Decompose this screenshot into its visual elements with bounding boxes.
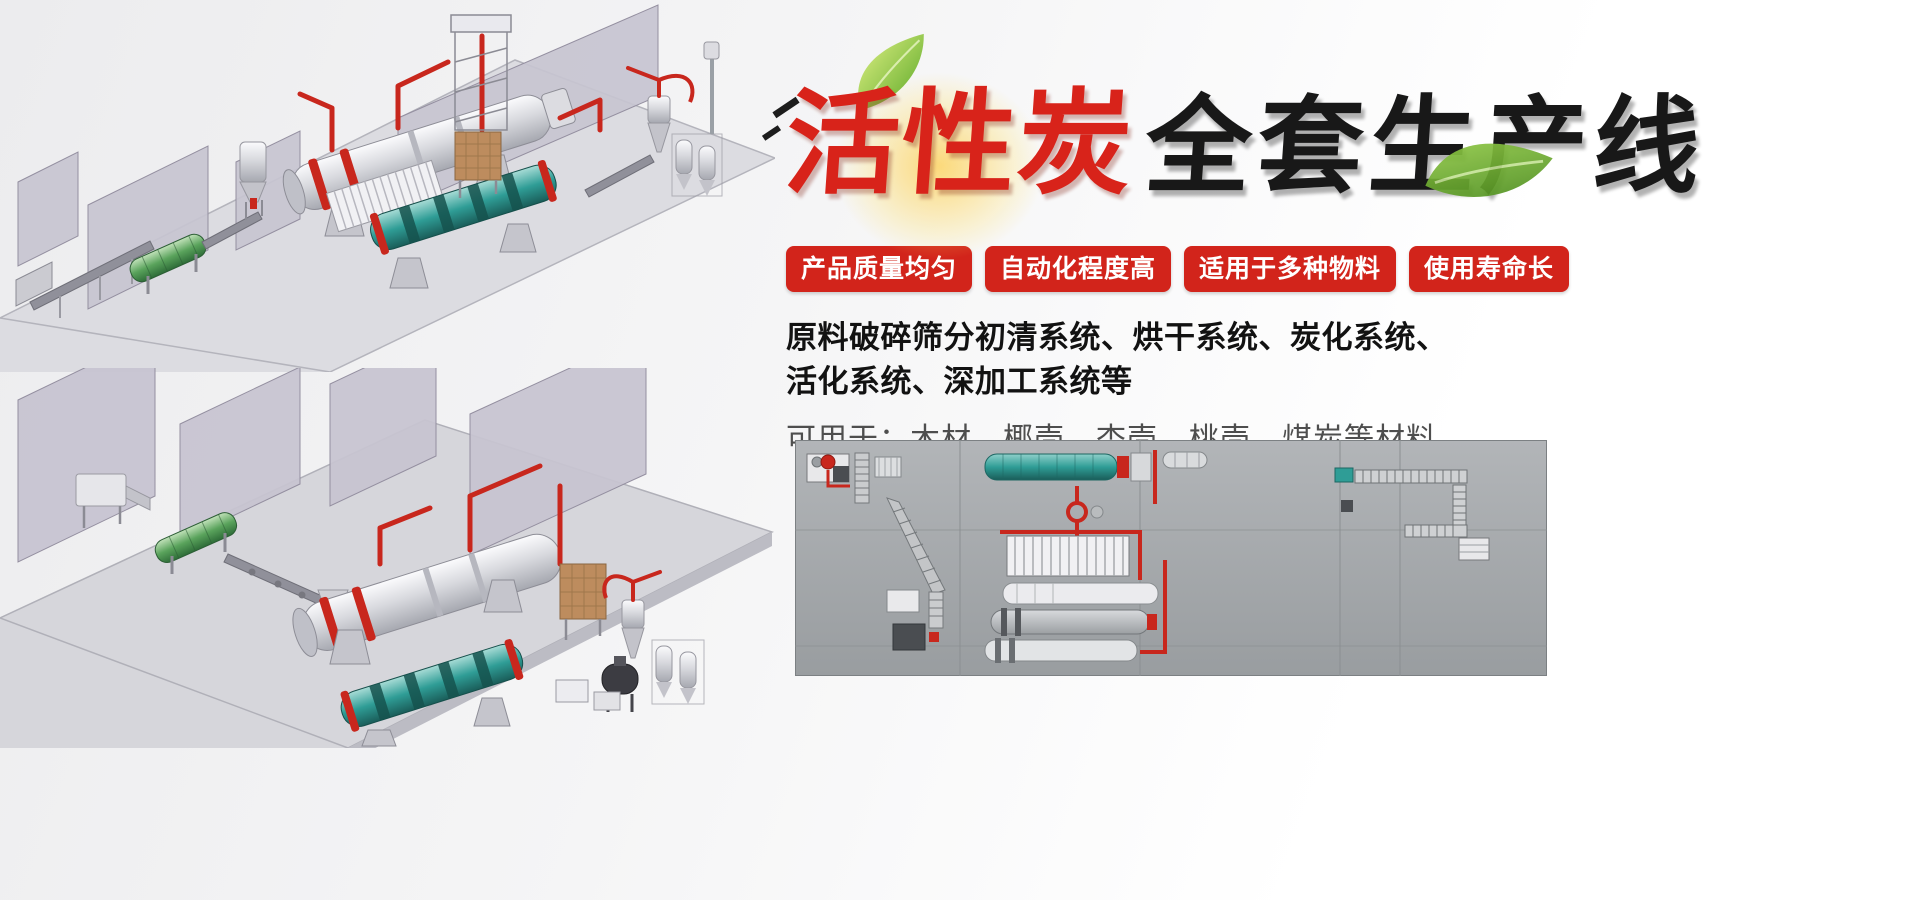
- storage-tanks: [671, 41, 723, 197]
- main-rotary-drum: [292, 533, 562, 665]
- red-piping: [377, 463, 563, 567]
- cooling-drum: [340, 639, 524, 747]
- glow-decoration: [804, 46, 1074, 286]
- transfer-conveyor: [201, 211, 263, 250]
- control-boxes: [555, 679, 621, 711]
- support-frame: [450, 14, 512, 131]
- crusher-unit: [806, 452, 902, 504]
- machinery-render-bottom: [0, 368, 774, 748]
- main-title: 活性炭 全套生产线: [761, 33, 1916, 286]
- right-content: 活性炭 全套生产线 产品质量均匀 自动化程度高 适用于多种物料 使用寿命长 原料…: [761, 33, 1916, 458]
- system-description: 原料破碎筛分初清系统、烘干系统、炭化系统、 活化系统、深加工系统等: [786, 316, 1916, 404]
- hot-blast-stove-plan: [1066, 486, 1104, 536]
- plant-layout-schematic: [795, 440, 1547, 676]
- cyclone-separator: [602, 570, 662, 659]
- title-line: 活性炭 全套生产线: [781, 70, 1920, 210]
- leaf-icon: [1425, 143, 1553, 197]
- carbonization-furnace-plan: [1000, 530, 1142, 580]
- brick-kiln: [559, 563, 607, 640]
- badge-multi-material: 适用于多种物料: [1184, 246, 1397, 292]
- plant-layout-panel: [795, 440, 1547, 676]
- discharge-conveyor: [584, 154, 655, 198]
- storage-tanks: [651, 639, 705, 705]
- badge-long-lifespan: 使用寿命长: [1409, 246, 1570, 292]
- back-walls: [17, 368, 647, 563]
- description-line-2: 活化系统、深加工系统等: [786, 364, 1133, 400]
- discharge-boxes: [886, 589, 939, 651]
- feed-conveyor: [15, 240, 155, 318]
- dryer-drum-plan: [984, 450, 1208, 504]
- rotary-screener-drum: [129, 233, 207, 294]
- inclined-conveyor: [886, 497, 946, 629]
- machinery-render-top: [0, 4, 775, 372]
- cooling-drum: [369, 159, 557, 289]
- feed-hopper-tank: [239, 141, 267, 220]
- rotary-screener-drum: [154, 512, 238, 574]
- activation-drums-plan: [984, 560, 1167, 663]
- brick-kiln: [454, 131, 502, 198]
- feeder-hopper: [75, 473, 151, 528]
- packing-line-plan: [1334, 467, 1490, 561]
- title-red-text: 活性炭: [781, 76, 1139, 210]
- description-line-1: 原料破碎筛分初清系统、烘干系统、炭化系统、: [786, 320, 1448, 355]
- leaf-icon: [858, 33, 924, 111]
- cyclone-separator: [626, 66, 695, 153]
